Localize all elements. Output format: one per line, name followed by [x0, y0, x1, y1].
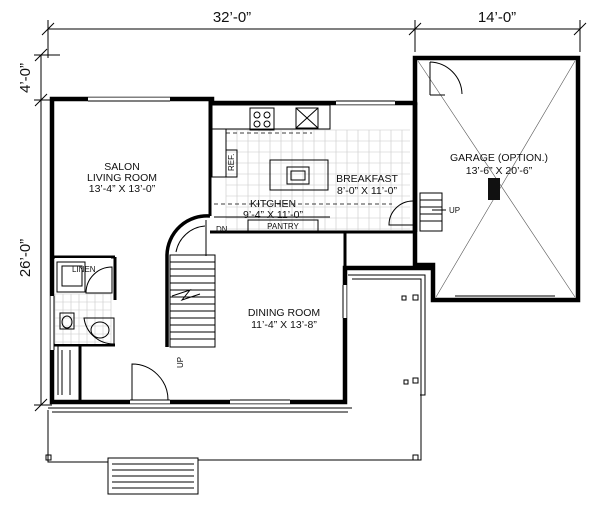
dn-label: DN	[216, 225, 228, 234]
kitchen-name: KITCHEN	[250, 198, 296, 210]
garage-entry-stairs	[388, 192, 446, 232]
garage-column	[488, 178, 500, 200]
garage	[412, 55, 581, 303]
room-label-kitchen: KITCHEN 9’-4” X 11’-0”	[243, 198, 303, 221]
breakfast-size: 8’-0” X 11’-0”	[337, 185, 397, 197]
stove	[249, 107, 275, 131]
kitchen-size: 9’-4” X 11’-0”	[243, 209, 303, 221]
room-label-salon: SALON LIVING ROOM 13’-4” X 13’-0”	[87, 161, 157, 195]
dimension-lines	[34, 20, 587, 412]
kitchen-counters	[211, 104, 392, 232]
bathroom	[54, 258, 115, 345]
linen-closet	[56, 261, 86, 293]
exterior-walls	[49, 96, 433, 405]
staircase	[165, 214, 216, 348]
toilet	[59, 312, 75, 330]
living-room-name: LIVING ROOM	[87, 172, 157, 184]
dining-size: 11’-4” X 13’-8”	[251, 319, 317, 331]
room-label-breakfast: BREAKFAST 8’-0” X 11’-0”	[336, 173, 398, 197]
dimension-top-width: 32’-0”	[213, 9, 251, 26]
dishwasher	[295, 107, 319, 129]
breakfast-name: BREAKFAST	[336, 173, 398, 185]
salon-name: SALON	[104, 161, 140, 173]
pantry-label: PANTRY	[267, 222, 299, 231]
living-room-size: 13’-4” X 13’-0”	[89, 183, 156, 195]
dimension-left-lower: 26’-0”	[17, 239, 34, 277]
front-door	[131, 363, 169, 401]
linen-label: LINEN	[72, 265, 96, 274]
room-label-dining: DINING ROOM 11’-4” X 13’-8”	[248, 307, 320, 331]
porch-steps	[107, 457, 199, 495]
up-garage-label: UP	[449, 206, 460, 215]
garage-size: 13’-6” X 20’-6”	[466, 165, 533, 177]
porch	[45, 274, 426, 495]
garage-door-swing	[429, 61, 463, 95]
kitchen-floor-tiles	[212, 107, 410, 230]
pantry	[247, 219, 319, 232]
ref-label: REF.	[227, 154, 236, 171]
dimension-garage-width: 14’-0”	[478, 9, 516, 26]
garage-name: GARAGE (OPTION.)	[450, 152, 548, 164]
kitchen-island	[269, 159, 329, 191]
dining-name: DINING ROOM	[248, 307, 320, 319]
dimension-left-upper: 4’-0”	[17, 63, 34, 93]
up-stair-label: UP	[176, 357, 185, 368]
vanity	[83, 317, 115, 345]
kitchen-sink	[286, 166, 310, 185]
room-label-garage: GARAGE (OPTION.) 13’-6” X 20’-6”	[450, 152, 548, 177]
